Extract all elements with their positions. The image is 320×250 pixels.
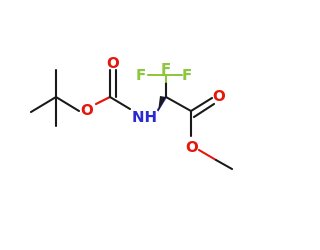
bond-ester-carbonyl-b [192,102,216,119]
structure-svg: O O NH F F F O O [29,54,234,171]
bond-methyl [214,158,234,171]
bond-o-carbonylc [94,95,112,106]
atom-f-left: F [136,66,146,84]
bond-o-methyl [197,148,218,162]
atom-f-bottom: F [161,60,171,78]
bond-ester-carbonyl-a [189,96,214,113]
bond-tbu-left [29,95,58,114]
wedge-n-calpha [158,96,166,112]
atom-f-right: F [182,66,192,84]
atom-o-acid-carbonyl: O [213,87,226,105]
atom-o-carbamate-carbonyl: O [107,54,120,72]
bond-calpha-esterc [164,95,193,113]
molecule-diagram: O O NH F F F O O [29,54,234,171]
bond-tbu-to-o [54,95,81,113]
atom-o-ester: O [81,101,94,119]
atom-nh: NH [132,108,157,126]
bond-carbonylc-n [108,95,132,111]
atom-o-methoxy: O [186,138,199,156]
